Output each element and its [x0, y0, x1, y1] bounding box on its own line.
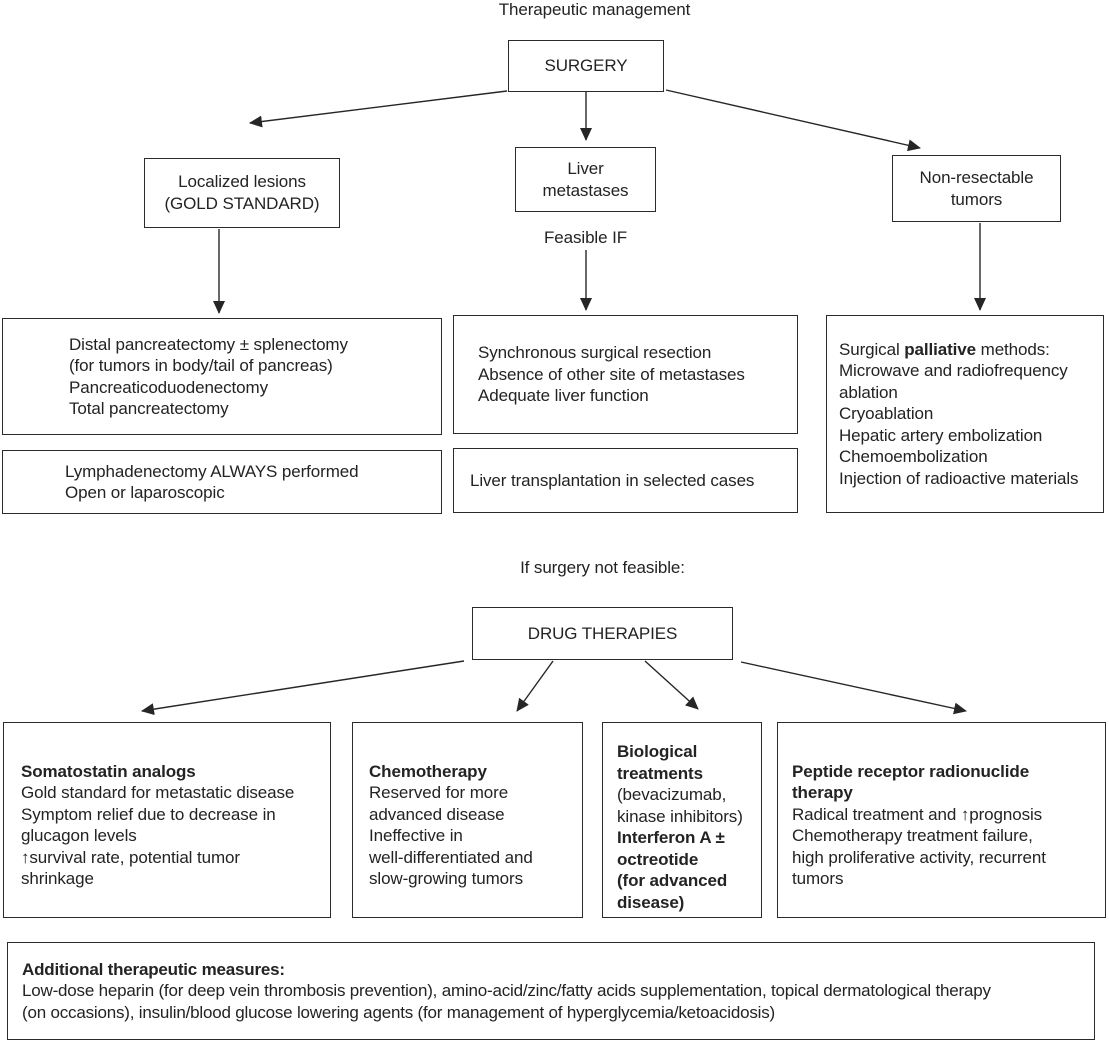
non-resectable-tumors-node: Non-resectable tumors: [892, 155, 1061, 222]
peptide-heading-line2: therapy: [792, 783, 853, 802]
detail-line: Microwave and radiofrequency: [839, 361, 1068, 381]
detail-line: Open or laparoscopic: [65, 483, 225, 502]
chemotherapy-heading: Chemotherapy: [369, 761, 487, 781]
detail-line: Total pancreatectomy: [69, 399, 229, 418]
detail-line: Chemotherapy treatment failure,: [792, 826, 1033, 845]
somatostatin-analogs-box: Somatostatin analogs Gold standard for m…: [3, 722, 331, 918]
detail-line: advanced disease: [369, 804, 505, 824]
detail-line: Gold standard for metastatic disease: [21, 783, 295, 802]
palliative-methods-box: Surgical palliative methods: Microwave a…: [826, 315, 1104, 513]
detail-line: (bevacizumab,: [617, 785, 727, 804]
detail-line: (for tumors in body/tail of pancreas): [69, 356, 333, 375]
detail-line: disease): [617, 892, 685, 912]
somatostatin-heading: Somatostatin analogs: [21, 761, 196, 781]
if-surgery-not-feasible-label: If surgery not feasible:: [520, 558, 685, 577]
detail-line: Cryoablation: [839, 404, 934, 424]
arrow-drug-to-chemotherapy: [516, 660, 554, 712]
localized-lesions-line2: (GOLD STANDARD): [164, 194, 320, 213]
biological-heading-line2: treatments: [617, 763, 703, 783]
detail-line: well-differentiated and: [369, 847, 533, 867]
detail-line: Adequate liver function: [478, 386, 649, 406]
additional-measures-line: Low-dose heparin (for deep vein thrombos…: [22, 981, 991, 1001]
arrow-drug-to-biological: [644, 660, 699, 710]
detail-line: Ineffective in: [369, 826, 463, 845]
localized-lesions-node: Localized lesions (GOLD STANDARD): [144, 158, 340, 228]
detail-line: ↑survival rate, potential tumor: [21, 847, 240, 867]
additional-measures-heading: Additional therapeutic measures:: [22, 959, 285, 979]
detail-line: Lymphadenectomy ALWAYS performed: [65, 461, 359, 481]
feasible-if-label: Feasible IF: [544, 228, 627, 247]
palliative-heading: Surgical palliative methods:: [839, 339, 1103, 361]
detail-line: Chemoembolization: [839, 447, 988, 467]
non-resectable-line1: Non-resectable: [919, 167, 1034, 187]
surgery-node: SURGERY: [508, 40, 664, 92]
detail-line: tumors: [792, 869, 844, 888]
peptide-receptor-box: Peptide receptor radionuclide therapy Ra…: [777, 722, 1106, 918]
detail-line: Liver transplantation in selected cases: [470, 470, 755, 490]
detail-line: Injection of radioactive materials: [839, 468, 1079, 488]
detail-line: Hepatic artery embolization: [839, 425, 1043, 445]
detail-line: kinase inhibitors): [617, 806, 743, 826]
detail-line: slow-growing tumors: [369, 869, 523, 888]
liver-transplantation-note-box: Liver transplantation in selected cases: [453, 448, 798, 513]
localized-lesions-line1: Localized lesions: [178, 172, 306, 191]
detail-line: glucagon levels: [21, 826, 137, 845]
detail-line: ablation: [839, 382, 898, 402]
lymphadenectomy-note-box: Lymphadenectomy ALWAYS performed Open or…: [2, 450, 442, 514]
drug-therapies-node: DRUG THERAPIES: [472, 607, 733, 660]
liver-metastases-node: Liver metastases: [515, 147, 656, 212]
detail-line: Synchronous surgical resection: [478, 343, 712, 363]
liver-metastases-detail-box: Synchronous surgical resection Absence o…: [453, 315, 798, 434]
arrow-drug-to-peptide: [740, 661, 967, 715]
detail-line: octreotide: [617, 849, 699, 869]
localized-detail-box: Distal pancreatectomy ± splenectomy (for…: [2, 318, 442, 435]
liver-metastases-line1: Liver: [567, 158, 604, 178]
detail-line: Reserved for more: [369, 783, 509, 802]
biological-treatments-box: Biological treatments (bevacizumab, kina…: [602, 722, 762, 918]
arrow-surgery-to-non-resectable: [665, 89, 921, 152]
liver-metastases-line2: metastases: [542, 180, 629, 200]
chemotherapy-box: Chemotherapy Reserved for more advanced …: [352, 722, 583, 918]
detail-line: Interferon A ±: [617, 828, 725, 847]
detail-line: high proliferative activity, recurrent: [792, 847, 1046, 867]
detail-line: Radical treatment and ↑prognosis: [792, 804, 1043, 824]
detail-line: Absence of other site of metastases: [478, 364, 745, 384]
diagram-title: Therapeutic management: [498, 0, 691, 19]
peptide-heading-line1: Peptide receptor radionuclide: [792, 761, 1030, 781]
arrow-surgery-to-localized: [249, 90, 508, 128]
palliative-heading-pre: Surgical: [839, 339, 905, 359]
surgery-label: SURGERY: [544, 56, 628, 75]
non-resectable-line2: tumors: [950, 189, 1003, 209]
drug-therapies-label: DRUG THERAPIES: [527, 623, 678, 643]
biological-heading-line1: Biological: [617, 742, 698, 761]
detail-line: (for advanced: [617, 871, 728, 890]
detail-line: Symptom relief due to decrease in: [21, 804, 276, 824]
additional-measures-line: (on occasions), insulin/blood glucose lo…: [22, 1002, 775, 1022]
detail-line: shrinkage: [21, 869, 94, 888]
palliative-heading-post: methods:: [976, 339, 1050, 359]
detail-line: Distal pancreatectomy ± splenectomy: [69, 334, 348, 354]
detail-line: Pancreaticoduodenectomy: [69, 377, 268, 397]
additional-measures-box: Additional therapeutic measures: Low-dos…: [7, 942, 1095, 1040]
palliative-heading-bold: palliative: [904, 339, 977, 359]
arrow-drug-to-somatostatin: [141, 660, 465, 716]
